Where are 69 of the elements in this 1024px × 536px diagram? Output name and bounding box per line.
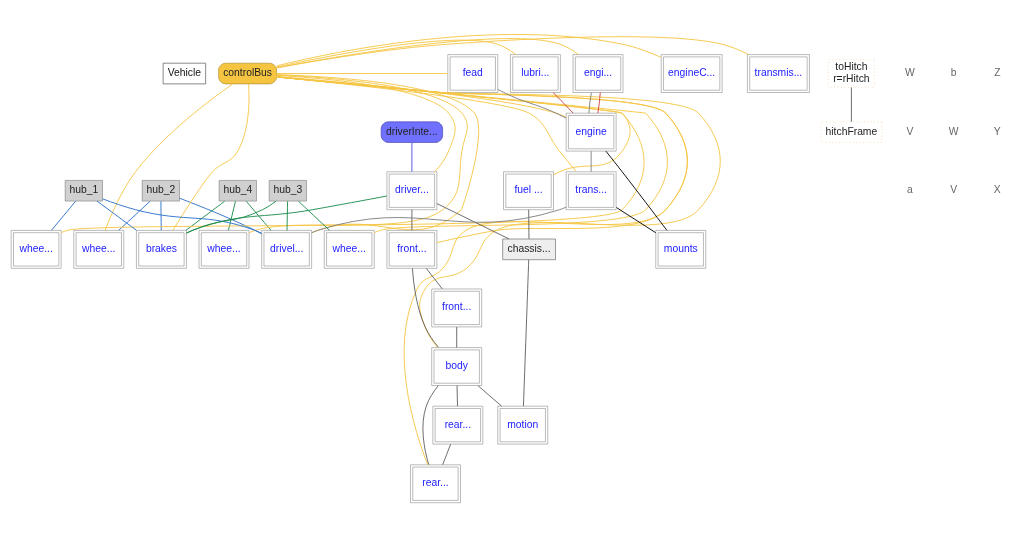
connector xyxy=(276,75,567,118)
node-box: hub_4 xyxy=(218,179,257,201)
label: W xyxy=(905,66,915,78)
node-box: driverInte... xyxy=(380,121,443,143)
connector xyxy=(523,258,530,406)
label: V xyxy=(906,125,914,137)
connector xyxy=(276,33,662,66)
connector xyxy=(60,75,645,233)
connector xyxy=(425,267,443,289)
node-box: Vehicle xyxy=(162,62,206,84)
connector xyxy=(172,83,250,231)
connector xyxy=(276,37,579,68)
connector xyxy=(286,200,289,231)
connector xyxy=(276,75,631,175)
connector xyxy=(411,141,413,172)
connector xyxy=(422,384,439,465)
label: W xyxy=(948,125,959,137)
connector xyxy=(118,200,151,231)
node-box: chassis... xyxy=(502,238,556,260)
label: Z xyxy=(994,66,1001,78)
connector xyxy=(615,206,657,233)
label: X xyxy=(993,183,1001,195)
connector xyxy=(186,200,277,234)
connector xyxy=(102,197,262,234)
connector xyxy=(104,83,234,231)
connector xyxy=(276,75,577,172)
connector xyxy=(185,200,226,231)
node-box: hub_1 xyxy=(64,179,103,201)
connector xyxy=(412,267,439,348)
connector xyxy=(245,200,272,231)
connector xyxy=(411,208,413,231)
label: V xyxy=(950,183,958,195)
connector xyxy=(51,200,76,231)
connector xyxy=(456,384,458,407)
node-box: hub_2 xyxy=(141,179,180,201)
connector xyxy=(850,86,852,122)
connector xyxy=(497,88,567,118)
connector xyxy=(456,326,458,348)
connector xyxy=(276,39,517,67)
connector xyxy=(528,208,530,239)
connector xyxy=(597,91,601,114)
connector xyxy=(552,91,574,114)
label: a xyxy=(907,183,913,195)
connector xyxy=(442,443,452,465)
connector xyxy=(185,195,388,233)
connector xyxy=(590,150,592,172)
label: Y xyxy=(993,125,1001,137)
node-box: controlBus xyxy=(218,62,277,84)
connector xyxy=(228,200,236,231)
node-box: hub_3 xyxy=(268,179,307,201)
node-box: toHitch r=rHitch xyxy=(828,58,875,88)
connector xyxy=(248,74,468,233)
connector xyxy=(311,206,567,233)
connector xyxy=(276,73,480,233)
connector xyxy=(96,200,137,231)
node-box: hitchFrame xyxy=(820,121,883,143)
connector xyxy=(276,35,749,68)
connector xyxy=(477,384,502,407)
connector xyxy=(436,202,510,239)
connector xyxy=(588,91,592,114)
connector xyxy=(160,200,162,231)
connector xyxy=(605,150,668,231)
connector xyxy=(179,197,263,234)
connector xyxy=(276,74,456,172)
connector xyxy=(276,76,721,348)
label: b xyxy=(950,66,957,78)
connector xyxy=(276,75,688,465)
connector xyxy=(276,72,449,74)
connector xyxy=(298,200,330,231)
